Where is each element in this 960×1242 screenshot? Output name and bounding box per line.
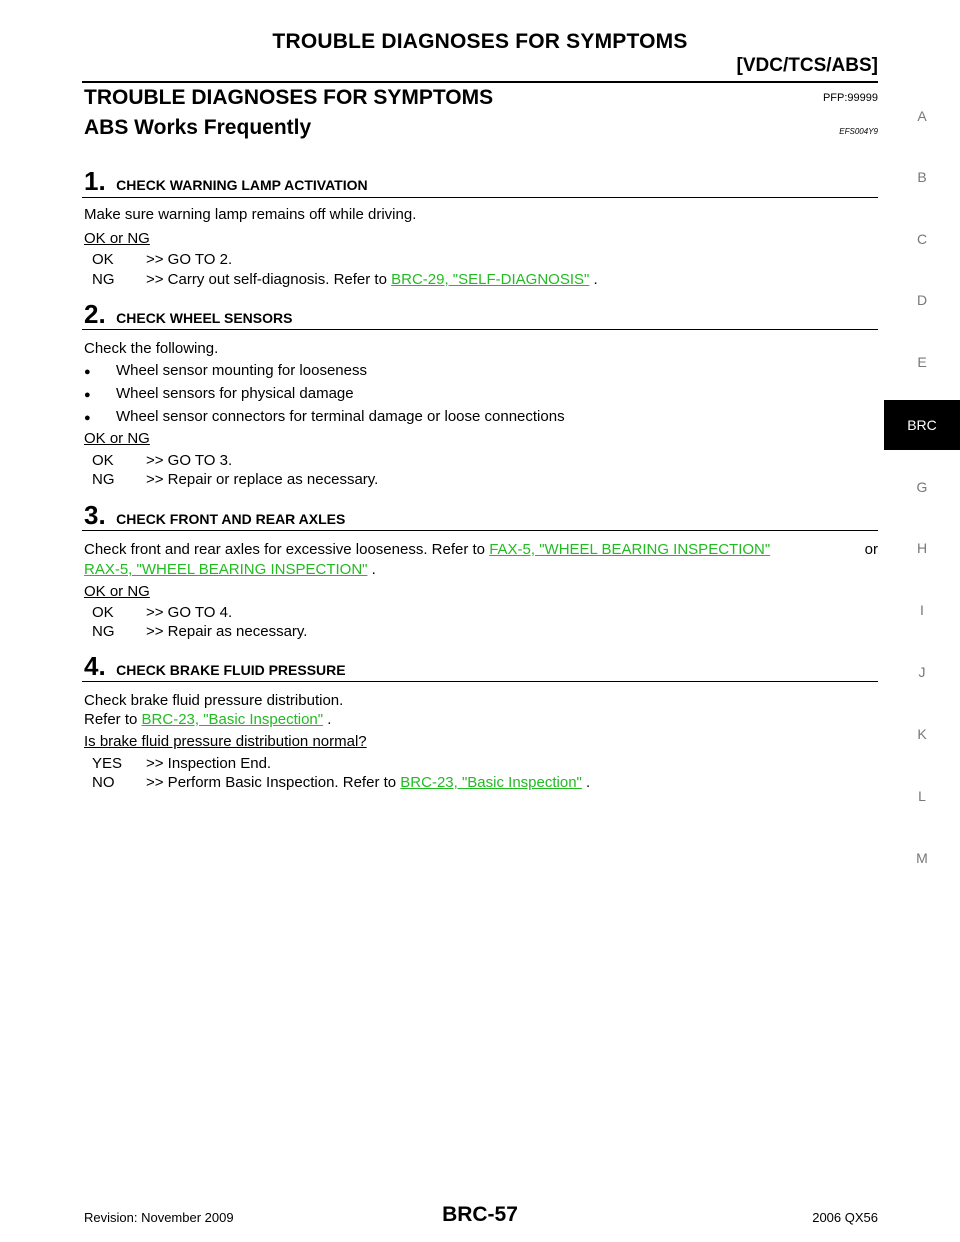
step-1-heading: 1. CHECK WARNING LAMP ACTIVATION (84, 168, 368, 195)
ng-label: NG (92, 271, 115, 288)
step-number: 3. (84, 500, 106, 530)
step-3-text-or: or (864, 541, 878, 558)
side-tab-a[interactable]: A (917, 108, 927, 124)
step-title: CHECK FRONT AND REAR AXLES (116, 511, 346, 527)
rax-5-link[interactable]: RAX-5, "WHEEL BEARING INSPECTION" (84, 561, 368, 578)
page-header-subtitle: [VDC/TCS/ABS] (736, 55, 878, 76)
footer-model: 2006 QX56 (812, 1210, 878, 1225)
ng-text-end: . (589, 271, 598, 288)
side-tab-g[interactable]: G (916, 479, 928, 495)
step-4-text: Check brake fluid pressure distribution. (84, 692, 344, 709)
bullet-icon: ● (84, 389, 91, 401)
step-1-ok-row: OK >> GO TO 2. (92, 251, 232, 268)
side-tab-j[interactable]: J (918, 664, 926, 680)
step-1-ng-row: NG>> Carry out self-diagnosis. Refer to … (92, 271, 598, 288)
side-tab-m[interactable]: M (916, 850, 928, 866)
step-divider (82, 530, 878, 531)
subsection-code: EFS004Y9 (839, 127, 878, 136)
side-tab-h[interactable]: H (916, 540, 928, 556)
basic-inspection-link-2[interactable]: BRC-23, "Basic Inspection" (400, 774, 582, 791)
page-header-title: TROUBLE DIAGNOSES FOR SYMPTOMS (272, 30, 688, 53)
side-tab-brc[interactable]: BRC (884, 400, 960, 450)
list-item: ● Wheel sensors for physical damage (84, 385, 354, 402)
section-code: PFP:99999 (822, 92, 878, 104)
step-2-ng-row: NG >> Repair or replace as necessary. (92, 471, 378, 488)
step-3-text-start: Check front and rear axles for excessive… (84, 541, 490, 558)
list-item: ● Wheel sensor connectors for terminal da… (84, 408, 565, 425)
no-label: NO (92, 774, 115, 791)
list-item-text: Wheel sensors for physical damage (116, 385, 354, 402)
side-tab-i[interactable]: I (920, 602, 924, 618)
ok-text: >> GO TO 3. (146, 452, 233, 469)
step-4-yes-row: YES >> Inspection End. (92, 755, 271, 772)
step-3-ok-row: OK >> GO TO 4. (92, 604, 232, 621)
bullet-icon: ● (84, 366, 91, 378)
step-2-question: OK or NG (84, 430, 150, 447)
step-2-ok-row: OK >> GO TO 3. (92, 452, 232, 469)
yes-label: YES (92, 755, 123, 772)
bullet-icon: ● (84, 412, 91, 424)
step-4-refer: Refer to BRC-23, "Basic Inspection" . (84, 711, 331, 728)
list-item-text: Wheel sensor mounting for looseness (116, 362, 367, 379)
step-2-heading: 2. CHECK WHEEL SENSORS (84, 301, 292, 328)
step-3-question: OK or NG (84, 583, 150, 600)
step-3-ng-row: NG >> Repair as necessary. (92, 623, 307, 640)
refer-text-end: . (323, 711, 332, 728)
step-number: 2. (84, 299, 106, 329)
side-tab-e[interactable]: E (917, 354, 927, 370)
step-1-text: Make sure warning lamp remains off while… (84, 206, 417, 223)
list-item: ● Wheel sensor mounting for looseness (84, 362, 367, 379)
footer-revision: Revision: November 2009 (84, 1210, 234, 1225)
side-tab-d[interactable]: D (916, 292, 928, 308)
step-2-text: Check the following. (84, 340, 219, 357)
ok-text: >> GO TO 4. (146, 604, 233, 621)
step-number: 4. (84, 651, 106, 681)
no-text: >> Perform Basic Inspection. Refer to (146, 774, 401, 791)
fax-5-link[interactable]: FAX-5, "WHEEL BEARING INSPECTION" (489, 541, 771, 558)
basic-inspection-link[interactable]: BRC-23, "Basic Inspection" (141, 711, 324, 728)
step-4-heading: 4. CHECK BRAKE FLUID PRESSURE (84, 653, 346, 680)
side-tab-c[interactable]: C (916, 231, 928, 247)
footer-page-number: BRC-57 (442, 1203, 518, 1226)
step-title: CHECK BRAKE FLUID PRESSURE (116, 662, 346, 678)
step-number: 1. (84, 166, 106, 196)
step-title: CHECK WARNING LAMP ACTIVATION (116, 177, 368, 193)
step-4-no-row: NO>> Perform Basic Inspection. Refer to … (92, 774, 590, 791)
step-4-question: Is brake fluid pressure distribution nor… (84, 733, 367, 750)
ng-text: >> Repair or replace as necessary. (146, 471, 379, 488)
side-tab-k[interactable]: K (917, 726, 927, 742)
step-3-text: Check front and rear axles for excessive… (84, 541, 878, 558)
refer-text: Refer to (84, 711, 142, 728)
step-3-heading: 3. CHECK FRONT AND REAR AXLES (84, 502, 345, 529)
list-item-text: Wheel sensor connectors for terminal dam… (116, 408, 565, 425)
step-title: CHECK WHEEL SENSORS (116, 310, 293, 326)
side-tab-b[interactable]: B (917, 169, 927, 185)
step-3-text-line2: RAX-5, "WHEEL BEARING INSPECTION" . (84, 561, 376, 578)
ok-label: OK (92, 251, 114, 268)
ng-label: NG (92, 623, 115, 640)
step-divider (82, 329, 878, 330)
ng-label: NG (92, 471, 115, 488)
subsection-title: ABS Works Frequently (84, 116, 312, 139)
step-divider (82, 681, 878, 682)
step-divider (82, 197, 878, 198)
section-title: TROUBLE DIAGNOSES FOR SYMPTOMS (84, 86, 494, 109)
ok-label: OK (92, 452, 114, 469)
side-tab-l[interactable]: L (918, 788, 926, 804)
ng-text: >> Repair as necessary. (146, 623, 308, 640)
ok-text: >> GO TO 2. (146, 251, 233, 268)
no-text-end: . (581, 774, 591, 791)
ng-text: >> Carry out self-diagnosis. Refer to (146, 271, 392, 288)
ok-label: OK (92, 604, 114, 621)
self-diagnosis-link[interactable]: BRC-29, "SELF-DIAGNOSIS" (391, 271, 590, 288)
step-3-text-end: . (367, 561, 376, 578)
header-divider (82, 81, 878, 83)
step-1-question: OK or NG (84, 230, 150, 247)
yes-text: >> Inspection End. (146, 755, 272, 772)
